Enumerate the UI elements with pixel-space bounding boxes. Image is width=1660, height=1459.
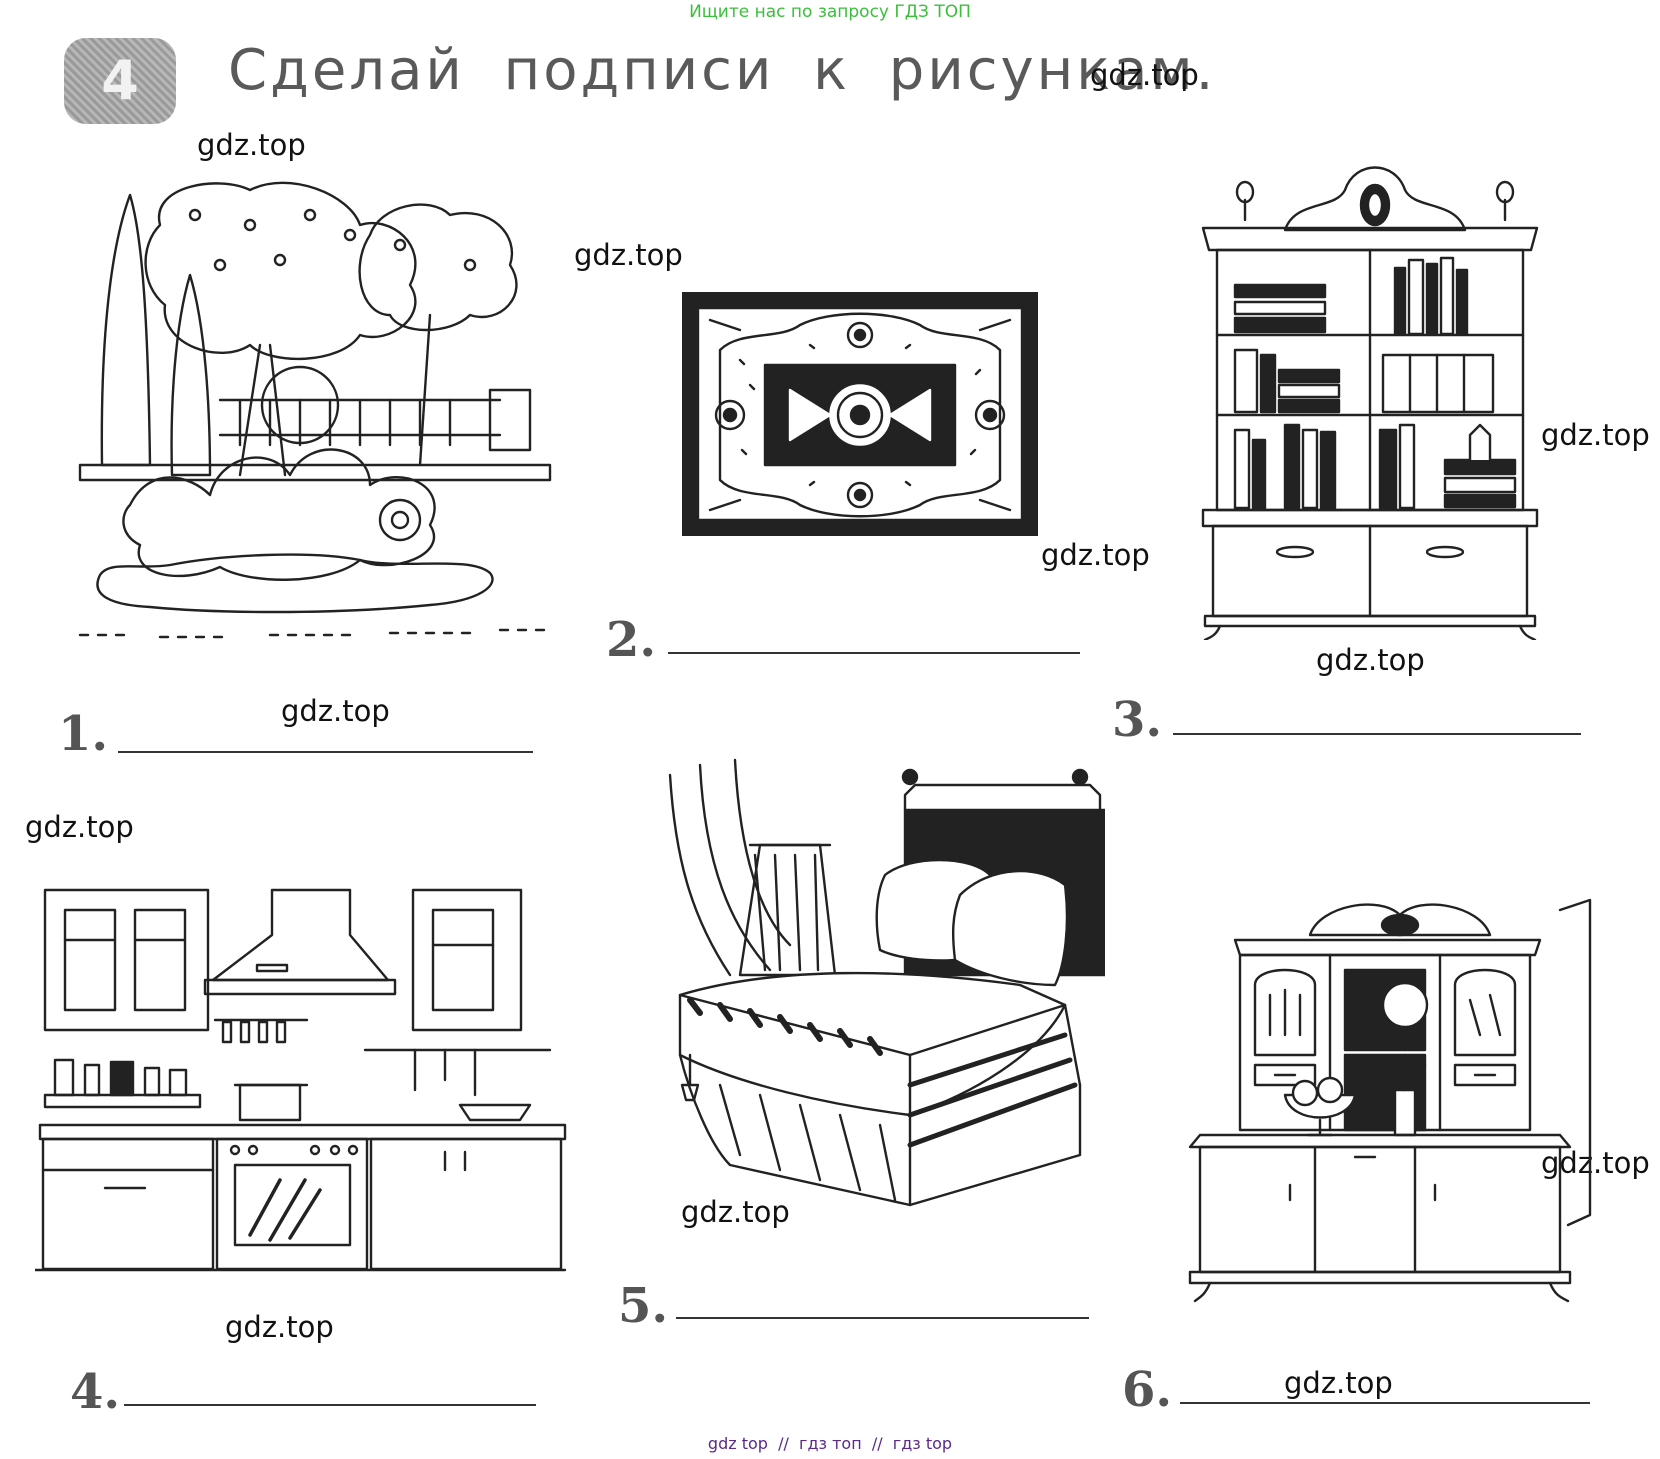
bookcase-illustration (1201, 166, 1539, 640)
answer-line (676, 1317, 1089, 1319)
watermark: gdz.top (1090, 58, 1199, 92)
answer-line (124, 1404, 536, 1406)
garden-illustration (78, 181, 552, 639)
footer-watermark: gdz top // гдз топ // гдз top (707, 1434, 953, 1453)
item-number: 2. (606, 612, 657, 668)
carpet-illustration (682, 292, 1038, 536)
watermark: gdz.top (1541, 418, 1650, 452)
watermark: gdz.top (197, 128, 306, 162)
item-number: 4. (70, 1364, 121, 1420)
watermark: gdz.top (25, 810, 134, 844)
answer-line (668, 652, 1080, 654)
item-number: 3. (1112, 692, 1163, 748)
answer-line (1173, 733, 1581, 735)
watermark: gdz.top (1041, 538, 1150, 572)
watermark: gdz.top (281, 694, 390, 728)
item-number: 6. (1122, 1362, 1173, 1418)
item-number: 1. (58, 706, 109, 762)
top-banner: Ищите нас по запросу ГДЗ ТОП (689, 2, 971, 22)
watermark: gdz.top (1284, 1366, 1393, 1400)
watermark: gdz.top (574, 238, 683, 272)
sideboard-illustration (1188, 898, 1592, 1303)
task-number: 4 (101, 49, 139, 112)
answer-line (118, 751, 533, 753)
bed-illustration (668, 758, 1105, 1207)
item-number: 5. (618, 1278, 669, 1334)
watermark: gdz.top (1316, 643, 1425, 677)
kitchen-illustration (35, 888, 567, 1272)
watermark: gdz.top (681, 1195, 790, 1229)
task-number-badge: 4 (64, 38, 176, 124)
watermark: gdz.top (225, 1310, 334, 1344)
task-title: Сделай подписи к рисункам. (228, 38, 1217, 103)
answer-line (1180, 1402, 1590, 1404)
